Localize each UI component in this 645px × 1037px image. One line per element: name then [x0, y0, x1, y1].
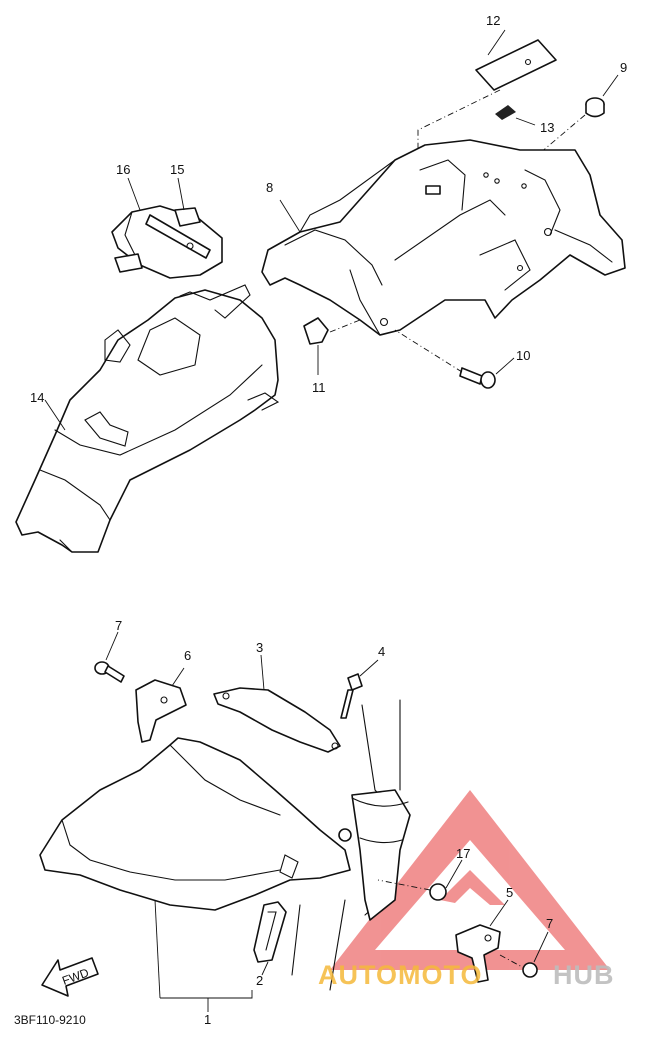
callout-6: 6 [184, 648, 191, 663]
callout-14: 14 [30, 390, 44, 405]
callout-10: 10 [516, 348, 530, 363]
part-13-clip [495, 105, 536, 126]
part-1-bracket-line [160, 990, 253, 999]
part-14-rear-fender [15, 284, 280, 553]
callout-3: 3 [256, 640, 263, 655]
callout-12: 12 [486, 13, 500, 28]
part-7-bolt-upper [94, 631, 125, 683]
watermark-text-automoto: AUTOMOTO [318, 960, 483, 990]
part-5-bracket [455, 899, 509, 983]
callout-11: 11 [312, 380, 326, 395]
part-9-collar [585, 74, 619, 118]
watermark-text-hub: HUB [553, 960, 615, 990]
callout-9: 9 [620, 60, 627, 75]
part-11-clip-nut [303, 317, 361, 375]
fwd-arrow: FWD [41, 957, 99, 997]
part-2-reflector [253, 901, 287, 976]
callout-7-upper: 7 [115, 618, 122, 633]
callout-7-lower: 7 [546, 916, 553, 931]
callout-1: 1 [204, 1012, 211, 1027]
callout-2: 2 [256, 973, 263, 988]
callout-5: 5 [506, 885, 513, 900]
part-17-collar [377, 859, 463, 901]
part-10-bolt [394, 329, 515, 389]
callout-16: 16 [116, 162, 130, 177]
callout-13: 13 [540, 120, 554, 135]
part-4-bolt [340, 659, 379, 719]
diagram-code: 3BF110-9210 [14, 1013, 86, 1027]
callout-4: 4 [378, 644, 385, 659]
watermark-triangle [330, 790, 610, 970]
part-7-bolt-lower [499, 931, 549, 978]
automotohub-watermark-logo [330, 790, 610, 970]
callout-15: 15 [170, 162, 184, 177]
part-15-strap [114, 177, 211, 273]
part-3-brace [213, 654, 341, 753]
part-1-front-fender [39, 737, 352, 999]
front-fork-tube [291, 699, 411, 991]
callout-8: 8 [266, 180, 273, 195]
watermark-inner-mark [440, 870, 505, 905]
callout-17: 17 [456, 846, 470, 861]
part-12-plate [475, 29, 557, 91]
part-8-rear-bracket [261, 139, 626, 336]
part-6-bracket [135, 667, 187, 743]
